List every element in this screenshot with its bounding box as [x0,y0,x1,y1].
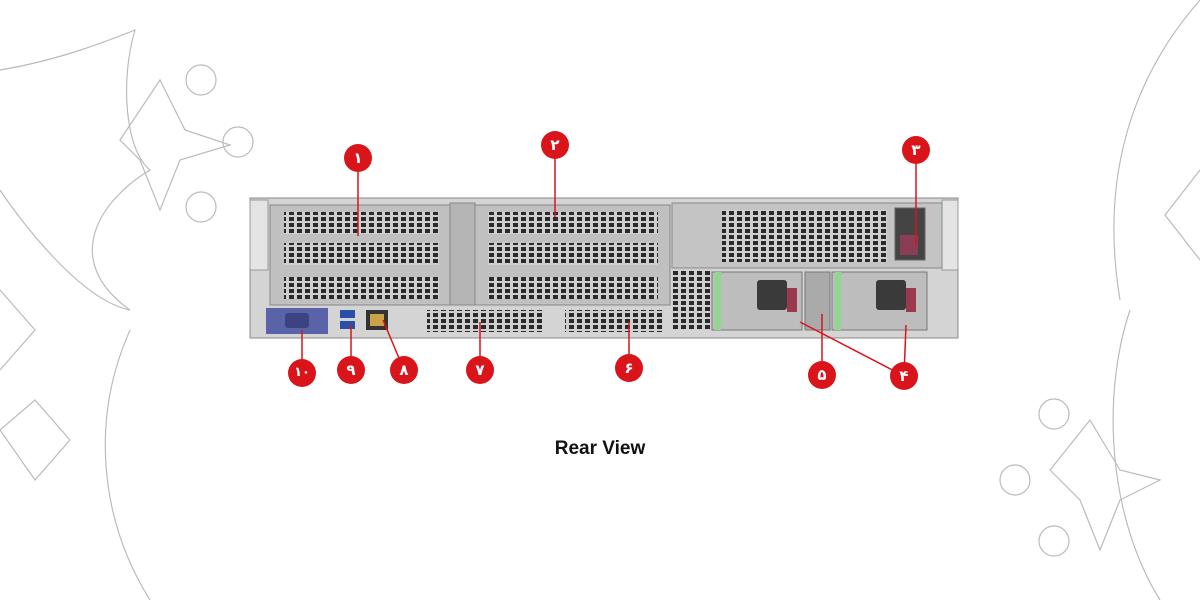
callout-6: ۶ [615,354,643,382]
callout-4: ۴ [890,362,918,390]
callout-8: ۸ [390,356,418,384]
callout-7: ۷ [466,356,494,384]
usb-port [340,310,355,318]
caption: Rear View [554,438,646,459]
callout-1: ۱ [344,144,372,172]
usb-port [340,321,355,329]
callout-10: ۱۰ [288,359,316,387]
server-chassis [249,197,959,339]
callout-2: ۲ [541,131,569,159]
callout-5: ۵ [808,361,836,389]
callout-3: ۳ [902,136,930,164]
callout-9: ۹ [337,356,365,384]
